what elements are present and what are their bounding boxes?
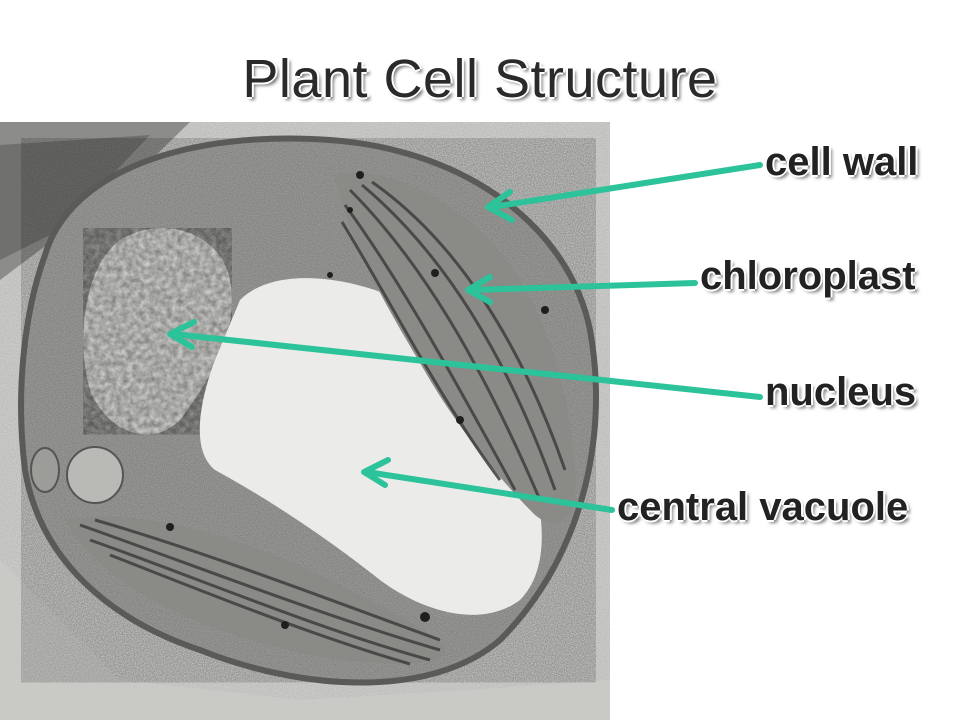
label-central-vacuole: central vacuole bbox=[617, 485, 909, 529]
cell-micrograph-image bbox=[0, 122, 610, 720]
slide-title: Plant Cell Structure bbox=[242, 49, 718, 109]
label-chloroplast: chloroplast bbox=[700, 254, 916, 298]
label-nucleus: nucleus bbox=[765, 370, 917, 414]
label-cell-wall: cell wall bbox=[765, 140, 919, 184]
